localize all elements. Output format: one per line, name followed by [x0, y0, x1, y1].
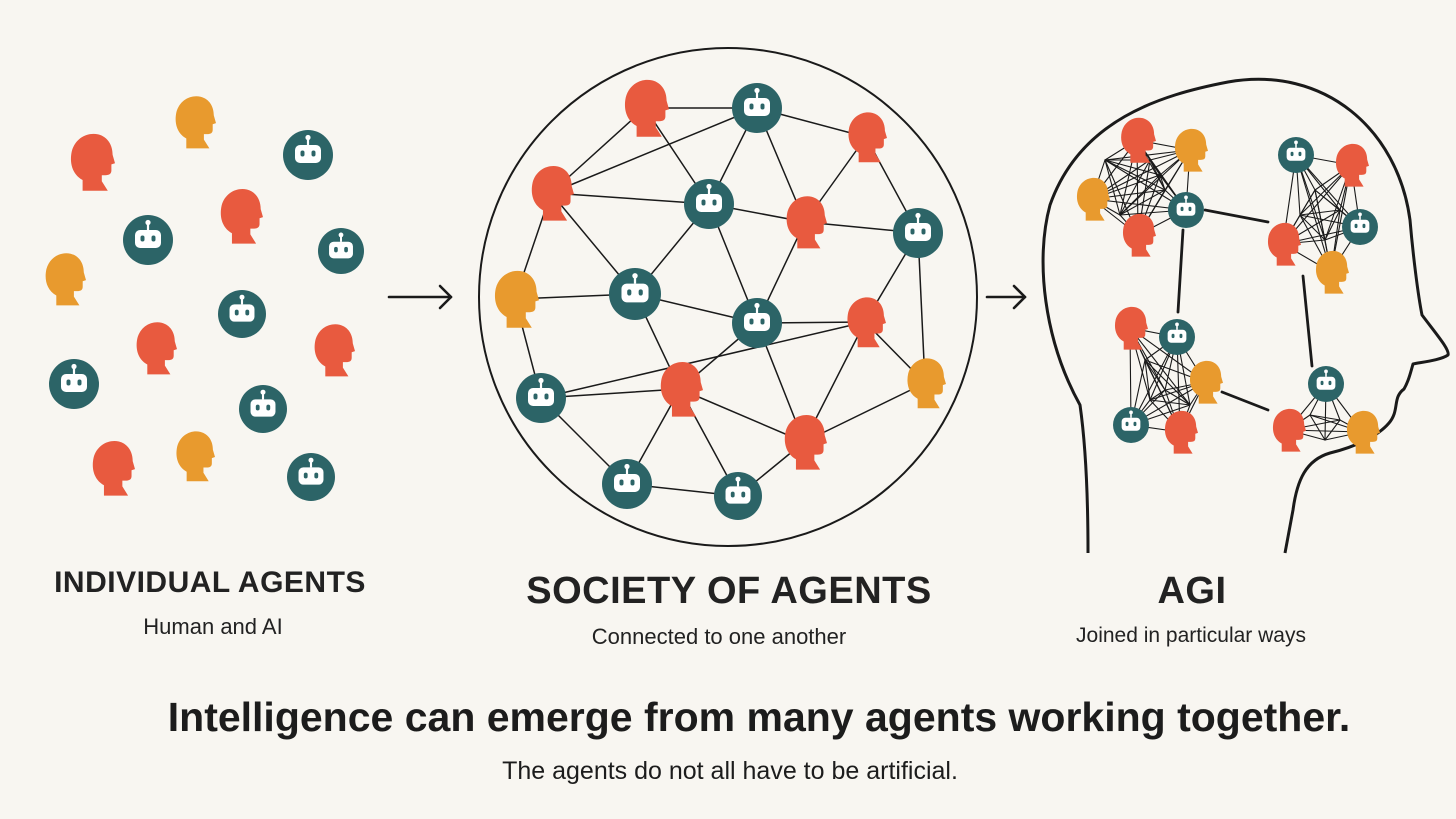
human-head-profile-icon — [45, 253, 86, 306]
mesh-line — [1104, 159, 1161, 176]
mesh-line — [1119, 189, 1166, 216]
mesh-line — [1144, 359, 1151, 401]
arrows — [387, 284, 1027, 310]
mesh-line — [1309, 414, 1326, 441]
mesh-line — [1144, 359, 1191, 406]
robot-face-icon — [602, 459, 652, 509]
mesh-line — [1144, 359, 1166, 391]
robot-face-icon — [1113, 407, 1149, 443]
robot-face-icon — [1342, 209, 1378, 245]
bridge-line — [1220, 390, 1270, 412]
connection-line — [550, 107, 758, 194]
mesh-line — [1129, 327, 1191, 406]
connection-line — [917, 232, 926, 384]
mesh-line — [1164, 389, 1191, 406]
human-head-profile-icon — [175, 96, 216, 149]
robot-face-icon — [516, 373, 566, 423]
mesh-line — [1299, 189, 1316, 216]
society-of-agents-network — [478, 47, 978, 547]
robot-face-icon — [1159, 319, 1195, 355]
mesh-line — [1119, 159, 1151, 216]
human-head-profile-icon — [92, 441, 135, 496]
panel-title-agi: AGI — [1157, 570, 1227, 612]
panel-subtitle-individual-agents: Human and AI — [143, 614, 283, 639]
bridge-line — [1301, 274, 1314, 368]
robot-face-icon — [714, 472, 762, 520]
mesh-line — [1314, 189, 1341, 211]
panel-subtitle-society-of-agents: Connected to one another — [591, 624, 847, 649]
mesh-line — [1091, 149, 1191, 200]
human-head-profile-icon — [847, 297, 886, 348]
human-head-profile-icon — [314, 324, 355, 377]
human-head-profile-icon — [220, 189, 263, 244]
agi-head-diagram — [1041, 77, 1450, 554]
human-head-profile-icon — [70, 133, 115, 191]
human-head-profile-icon — [1315, 250, 1349, 294]
mesh-line — [1314, 189, 1326, 241]
society-boundary-circle — [478, 47, 978, 547]
subline: The agents do not all have to be artific… — [502, 757, 958, 785]
robot-face-icon — [1168, 192, 1204, 228]
robot-face-icon — [1278, 137, 1314, 173]
mesh-line — [1104, 159, 1166, 191]
robot-face-icon — [218, 290, 266, 338]
robot-face-icon — [49, 359, 99, 409]
human-head-profile-icon — [1267, 222, 1301, 266]
mesh-line — [1299, 209, 1341, 216]
robot-face-icon — [609, 268, 661, 320]
panel-title-society-of-agents: SOCIETY OF AGENTS — [526, 570, 932, 612]
mesh-line — [1119, 174, 1161, 216]
robot-face-icon — [318, 228, 364, 274]
bridge-line — [1176, 228, 1185, 314]
connection-line — [540, 321, 866, 399]
human-head-profile-icon — [1121, 117, 1156, 163]
robot-face-icon — [1308, 366, 1344, 402]
connection-line — [550, 192, 710, 205]
human-head-profile-icon — [1114, 306, 1148, 350]
human-head-profile-icon — [1122, 213, 1156, 257]
robot-face-icon — [684, 179, 734, 229]
robot-face-icon — [283, 130, 333, 180]
mesh-line — [1299, 214, 1326, 241]
mesh-line — [1149, 159, 1166, 191]
human-head-profile-icon — [784, 415, 827, 470]
human-head-profile-icon — [907, 358, 946, 409]
human-head-profile-icon — [660, 362, 703, 417]
mesh-line — [1324, 419, 1341, 441]
arrow-right-icon — [387, 284, 453, 310]
robot-face-icon — [732, 83, 782, 133]
human-head-profile-icon — [848, 112, 887, 163]
human-head-profile-icon — [786, 196, 827, 249]
robot-face-icon — [287, 453, 335, 501]
bridge-line — [1203, 208, 1270, 224]
mesh-line — [1309, 414, 1341, 421]
human-head-profile-icon — [1076, 177, 1110, 221]
robot-face-icon — [123, 215, 173, 265]
mesh-line — [1149, 389, 1166, 401]
arrow-right-icon — [985, 284, 1027, 310]
human-head-profile-icon — [176, 431, 215, 482]
panel-subtitle-agi: Joined in particular ways — [1076, 624, 1306, 647]
headline: Intelligence can emerge from many agents… — [167, 694, 1351, 740]
human-head-profile-icon — [494, 270, 539, 328]
mesh-line — [1324, 209, 1341, 241]
robot-face-icon — [893, 208, 943, 258]
head-silhouette-outline — [1041, 77, 1450, 554]
robot-face-icon — [732, 298, 782, 348]
human-head-profile-icon — [1335, 143, 1369, 187]
panel-title-individual-agents: INDIVIDUAL AGENTS — [54, 566, 366, 599]
human-head-profile-icon — [1272, 408, 1306, 452]
human-head-profile-icon — [136, 322, 177, 375]
robot-face-icon — [239, 385, 287, 433]
human-head-profile-icon — [624, 79, 669, 137]
individual-agents-cluster — [45, 96, 364, 501]
mesh-line — [1104, 159, 1121, 216]
mesh-line — [1149, 399, 1191, 406]
human-head-profile-icon — [1164, 410, 1198, 454]
connection-line — [679, 388, 805, 443]
